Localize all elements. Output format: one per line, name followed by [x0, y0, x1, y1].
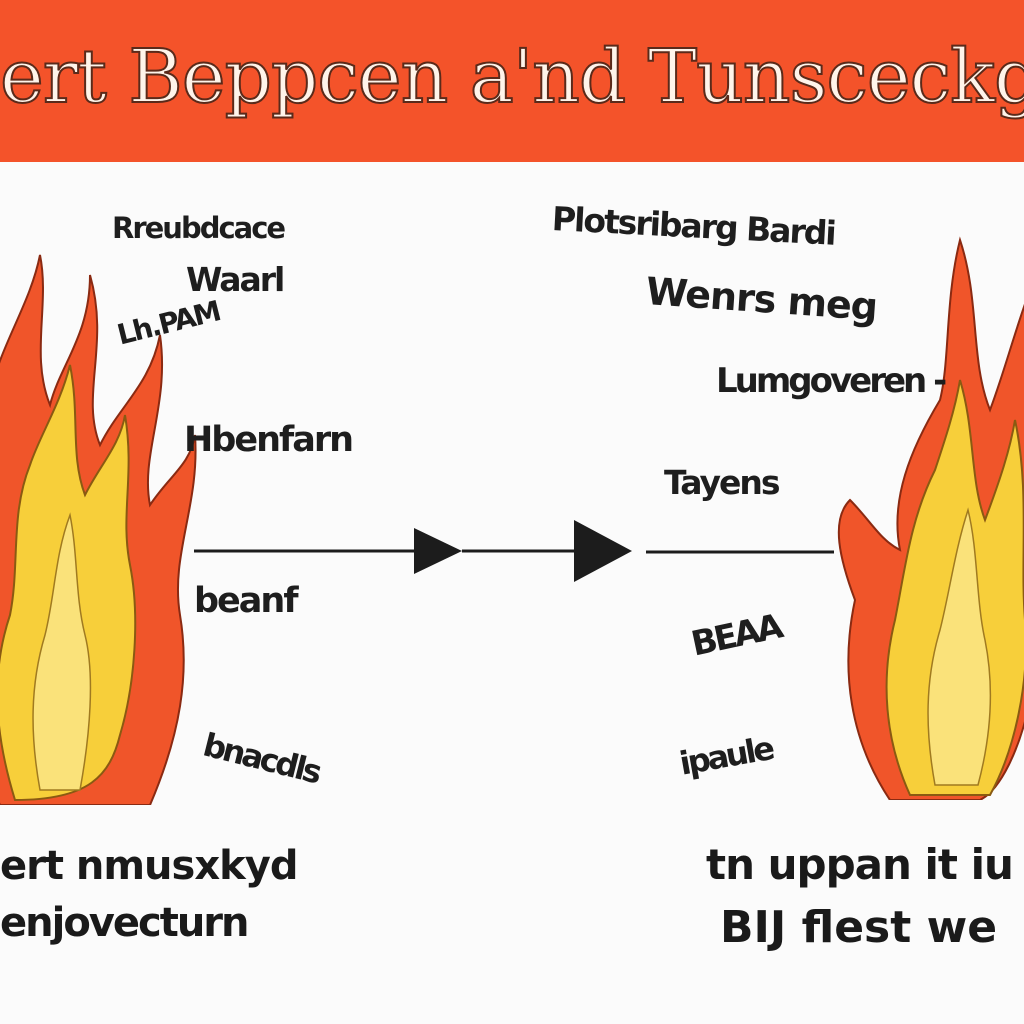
left-label-2: Waarl — [186, 260, 285, 299]
right-label-3: Lumgoveren - — [716, 361, 947, 401]
right-label-4: Tayens — [664, 463, 781, 502]
page-title: ert Beppcen a'nd Tunsceckgr — [0, 34, 1024, 120]
right-flame-icon — [837, 236, 1024, 800]
arrow-head-left — [414, 528, 462, 574]
left-label-1: Rreubdcace — [112, 211, 286, 245]
title-banner — [0, 0, 1024, 162]
left-flame-icon — [0, 254, 197, 805]
left-label-5: beanf — [194, 581, 299, 621]
left-caption-line1: ert nmusxkyd — [0, 843, 298, 889]
arrow-head-middle — [574, 520, 632, 582]
left-label-4: Hbenfarn — [184, 420, 354, 460]
left-caption-line2: enjovecturn — [0, 900, 250, 946]
right-caption-line2: BIJ flest we — [720, 902, 998, 953]
right-caption-line1: tn uppan it iu — [706, 840, 1014, 889]
